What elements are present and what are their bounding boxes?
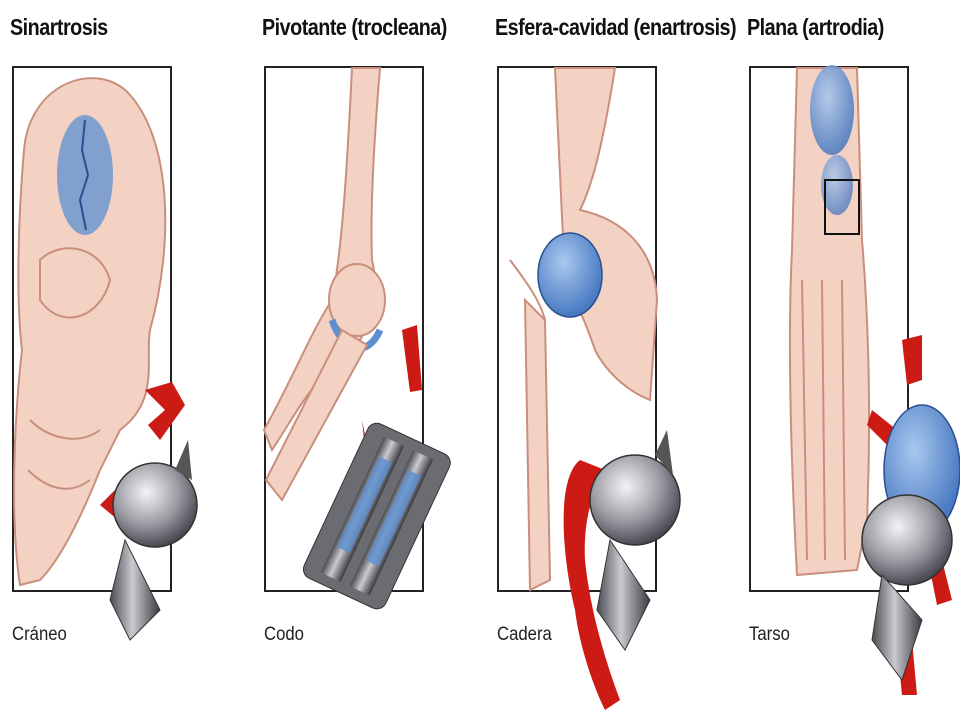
panel-pivotante: Pivotante (trocleana) Codo — [252, 0, 492, 720]
panel-title: Esfera-cavidad (enartrosis) — [495, 14, 737, 40]
elbow-illustration — [262, 67, 386, 502]
panel-plana: Plana (artrodia) Tarso — [737, 0, 960, 720]
joint-model-icon — [563, 430, 681, 710]
hip-illustration — [509, 67, 659, 592]
panel-title: Sinartrosis — [10, 14, 108, 40]
joint-model-icon — [861, 335, 960, 695]
panel-caption: Codo — [264, 624, 304, 645]
panel-esfera-cavidad: Esfera-cavidad (enartrosis) Cadera — [485, 0, 737, 720]
joint-model-icon — [100, 382, 198, 641]
panel-title: Pivotante (trocleana) — [262, 14, 447, 40]
panel-caption: Tarso — [749, 624, 790, 645]
tarsus-illustration — [788, 65, 871, 577]
panel-caption: Cráneo — [12, 624, 67, 645]
joint-model-icon — [302, 325, 451, 610]
panel-title: Plana (artrodia) — [747, 14, 884, 40]
panel-caption: Cadera — [497, 624, 552, 645]
skull-illustration — [13, 77, 167, 587]
panel-sinartrosis: Sinartrosis Cráneo — [0, 0, 240, 720]
